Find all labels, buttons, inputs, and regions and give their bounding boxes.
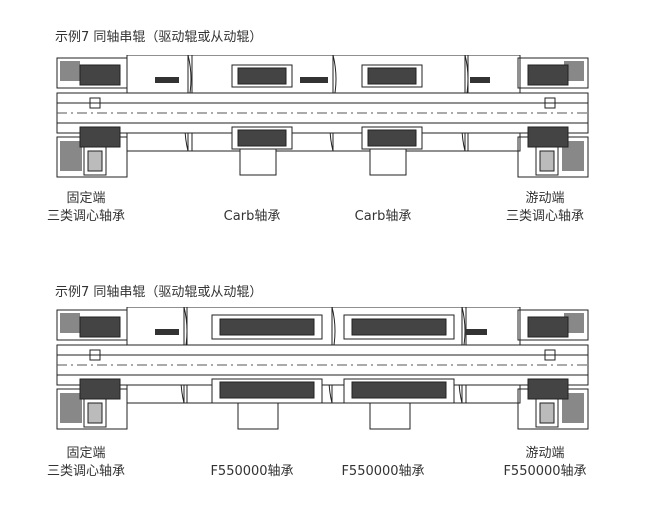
bearing-label-line2: F550000轴承 — [341, 464, 425, 479]
bearing-label-intermediate-2: F550000轴承 — [341, 463, 424, 481]
bearing-label-fixed-end: 固定端 三类调心轴承 — [47, 190, 125, 226]
bearing-label-line1: 游动端 — [525, 446, 565, 461]
bearing-label-line2: F550000轴承 — [503, 464, 587, 479]
bearing-label-intermediate-1: F550000轴承 — [210, 463, 293, 481]
bearing-label-line2: Carb轴承 — [354, 209, 412, 224]
bearing-label-line1: 固定端 — [66, 191, 106, 206]
example-1-title: 示例7 同轴串辊（驱动辊或从动辊） — [55, 30, 263, 45]
bearing-label-fixed-end: 固定端 三类调心轴承 — [47, 445, 125, 481]
bearing-label-intermediate-2: Carb轴承 — [355, 208, 412, 226]
bearing-label-line2: 三类调心轴承 — [46, 209, 126, 224]
example-2-title: 示例7 同轴串辊（驱动辊或从动辊） — [55, 285, 263, 300]
example-2-roller-drawing — [56, 307, 589, 430]
bearing-label-line1: 固定端 — [66, 446, 106, 461]
bearing-label-line2: Carb轴承 — [223, 209, 281, 224]
bearing-label-floating-end: 游动端 三类调心轴承 — [506, 190, 584, 226]
bearing-label-intermediate-1: Carb轴承 — [224, 208, 281, 226]
bearing-label-line2: F550000轴承 — [210, 464, 294, 479]
bearing-label-line2: 三类调心轴承 — [505, 209, 585, 224]
bearing-label-floating-end: 游动端 F550000轴承 — [503, 445, 586, 481]
example-1-roller-drawing — [56, 55, 589, 178]
bearing-label-line2: 三类调心轴承 — [46, 464, 126, 479]
bearing-label-line1: 游动端 — [525, 191, 565, 206]
